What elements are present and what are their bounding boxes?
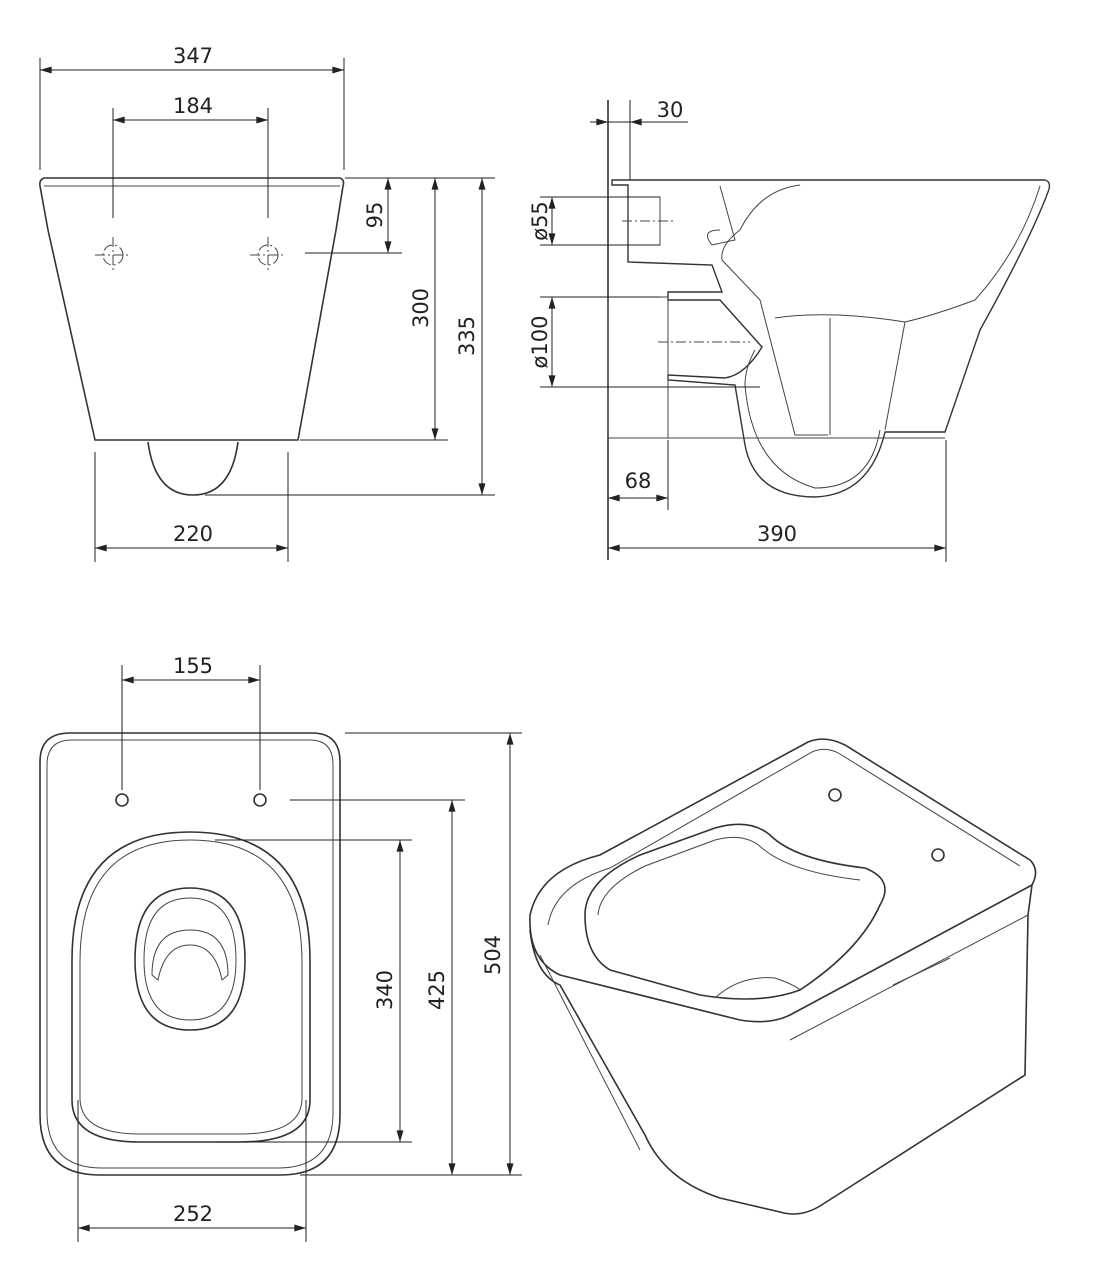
dim-label-outlet-length: 68 (625, 469, 652, 493)
iso-fixing-hole-icon (828, 788, 842, 802)
top-outline (39, 732, 341, 1176)
dim-label-width-total: 347 (173, 44, 213, 68)
fixing-hole-icon (115, 793, 129, 807)
fixing-hole-icon (95, 237, 131, 273)
dim-label-seat-width: 252 (173, 1202, 213, 1226)
front-body-outline (39, 177, 345, 441)
dim-label-wall-offset: 30 (657, 98, 684, 122)
fixing-hole-icon (253, 793, 267, 807)
iso-fixing-hole-icon (931, 848, 945, 862)
seat-outline (71, 831, 311, 1143)
side-section-ceramic (611, 179, 1051, 498)
front-bowl-bottom (147, 441, 239, 496)
dim-label-bowl-width: 220 (173, 522, 213, 546)
dim-label-projection: 390 (757, 522, 797, 546)
dim-label-fixing-height: 95 (363, 202, 387, 229)
front-view: 347 184 95 300 335 220 (39, 44, 495, 562)
dim-label-outlet-diameter: ø100 (528, 316, 552, 369)
top-view: 155 340 425 504 252 (39, 654, 522, 1242)
dim-label-fixing-to-front: 425 (425, 970, 449, 1010)
bowl-opening (134, 887, 246, 1031)
iso-top-rim (529, 738, 1037, 1023)
fixing-hole-icon (250, 237, 286, 273)
dim-label-total-height: 335 (455, 316, 479, 356)
side-section-view: 30 ø55 ø100 68 390 (528, 98, 1051, 562)
dim-label-fixing-spacing: 184 (173, 94, 213, 118)
dim-label-opening-length: 340 (373, 970, 397, 1010)
dim-label-body-height: 300 (409, 288, 433, 328)
iso-bowl-opening (584, 823, 886, 1000)
dim-label-total-length: 504 (481, 935, 505, 975)
dim-label-inlet-diameter: ø55 (528, 201, 552, 241)
iso-body (529, 884, 1033, 1215)
dim-label-top-fixing-spacing: 155 (173, 654, 213, 678)
isometric-view (529, 738, 1037, 1215)
